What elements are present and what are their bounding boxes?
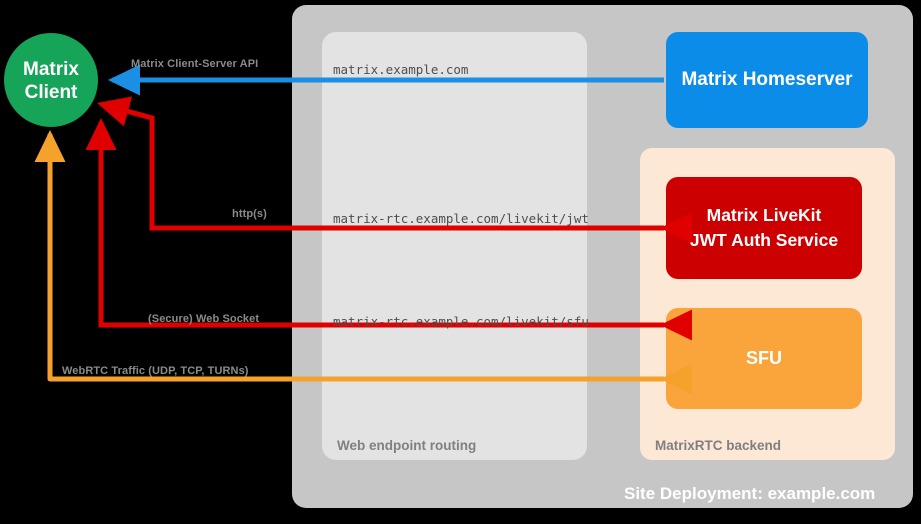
node-sfu[interactable] [666,308,862,409]
panel-caption-matrixrtc-backend: MatrixRTC backend [655,438,782,453]
edge-label-webrtc: WebRTC Traffic (UDP, TCP, TURNs) [62,365,249,377]
node-matrix-homeserver[interactable] [666,32,868,128]
node-jwt-auth-service[interactable] [666,177,862,279]
url-label-livekit-sfu: matrix-rtc.example.com/livekit/sfu [333,314,589,329]
edge-label-websocket: (Secure) Web Socket [148,313,260,325]
panel-caption-web-endpoint-routing: Web endpoint routing [337,438,477,453]
edge-label-cs-api: Matrix Client-Server API [131,58,259,70]
url-label-matrix-example-com: matrix.example.com [333,62,469,77]
panel-web-endpoint-routing [322,32,587,460]
panel-caption-site-deployment: Site Deployment: example.com [624,484,876,503]
edge-label-http: http(s) [232,208,267,220]
url-label-livekit-jwt: matrix-rtc.example.com/livekit/jwt [333,211,589,226]
edge-webrtc-traffic [34,129,692,395]
node-matrix-client[interactable] [4,33,98,127]
